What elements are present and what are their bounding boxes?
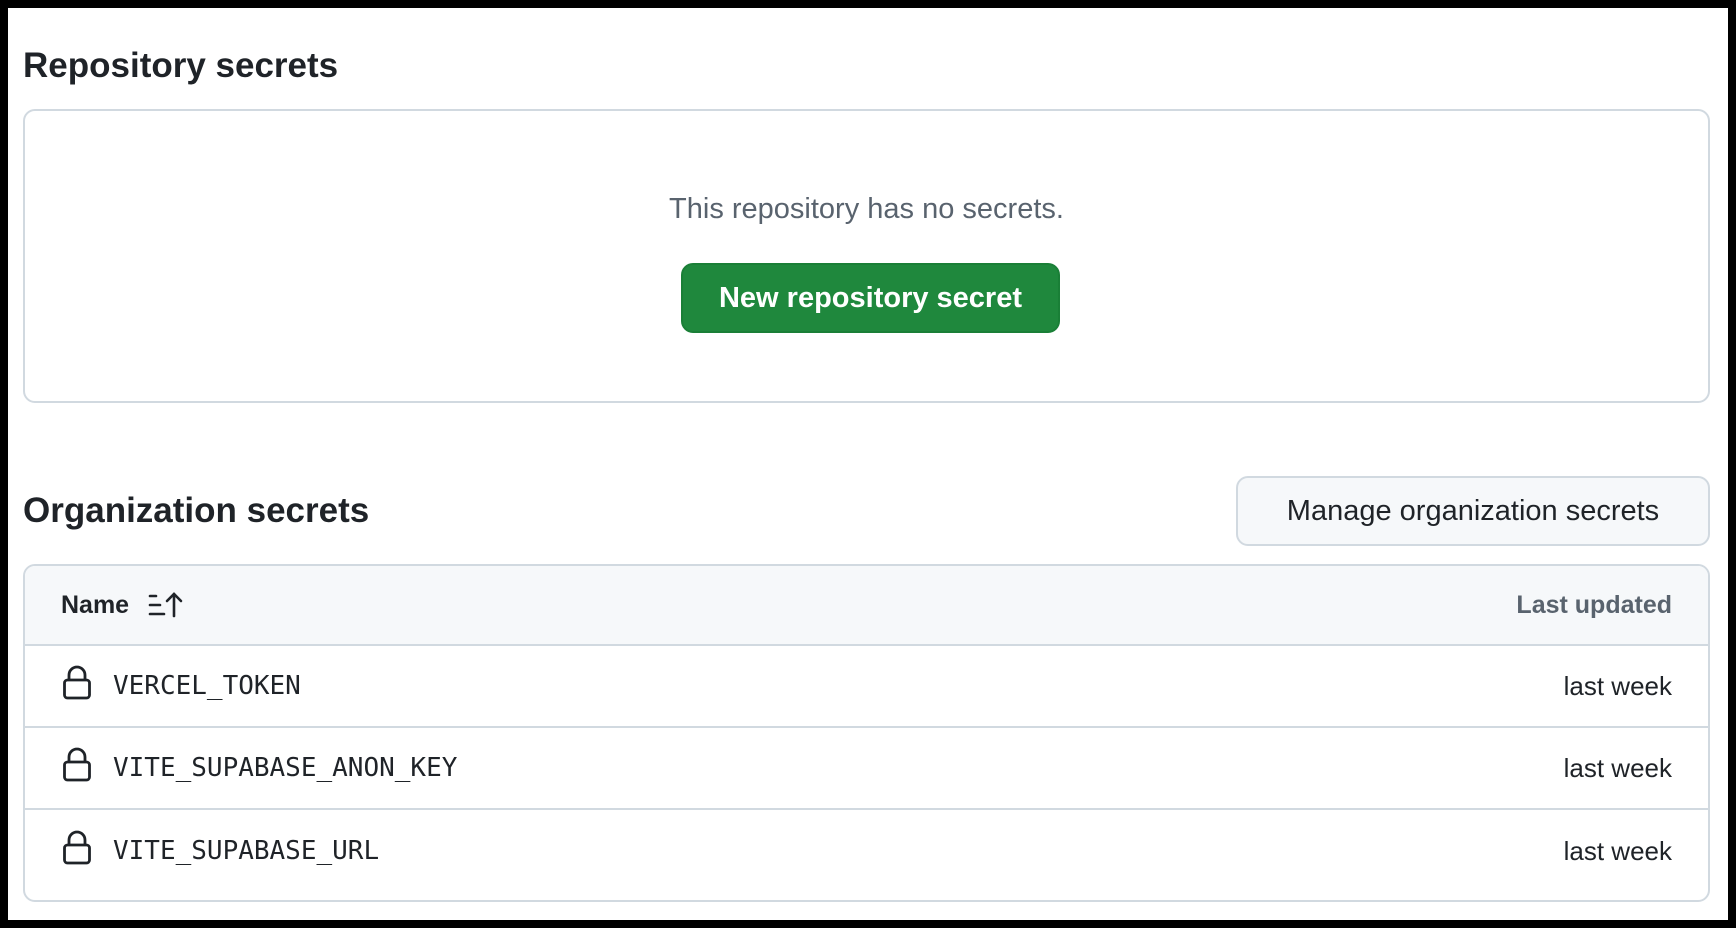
manage-organization-secrets-button[interactable]: Manage organization secrets (1236, 476, 1710, 546)
last-updated-column-header: Last updated (1516, 590, 1672, 619)
table-row: VERCEL_TOKEN last week (25, 646, 1708, 728)
organization-secrets-table: Name Last updated (23, 564, 1710, 902)
secret-last-updated: last week (1563, 670, 1672, 701)
empty-state-message: This repository has no secrets. (669, 193, 1064, 225)
table-header: Name Last updated (25, 566, 1708, 646)
settings-window: Repository secrets This repository has n… (8, 8, 1728, 920)
new-repository-secret-button[interactable]: New repository secret (681, 263, 1060, 333)
secret-last-updated: last week (1563, 752, 1672, 783)
sort-ascending-icon (147, 591, 185, 619)
name-column-sort[interactable]: Name (61, 591, 185, 620)
secret-last-updated: last week (1563, 835, 1672, 866)
lock-icon (61, 665, 93, 701)
table-row: VITE_SUPABASE_URL last week (25, 810, 1708, 892)
lock-icon (61, 747, 93, 783)
lock-icon (61, 830, 93, 866)
secret-name: VERCEL_TOKEN (113, 671, 301, 701)
secret-name: VITE_SUPABASE_ANON_KEY (113, 753, 458, 783)
repository-secrets-heading: Repository secrets (23, 46, 339, 85)
table-row: VITE_SUPABASE_ANON_KEY last week (25, 728, 1708, 810)
name-column-header: Name (61, 590, 130, 619)
organization-secrets-heading: Organization secrets (23, 491, 370, 530)
repository-secrets-empty-state: This repository has no secrets. New repo… (23, 109, 1710, 403)
secret-name: VITE_SUPABASE_URL (113, 836, 380, 866)
